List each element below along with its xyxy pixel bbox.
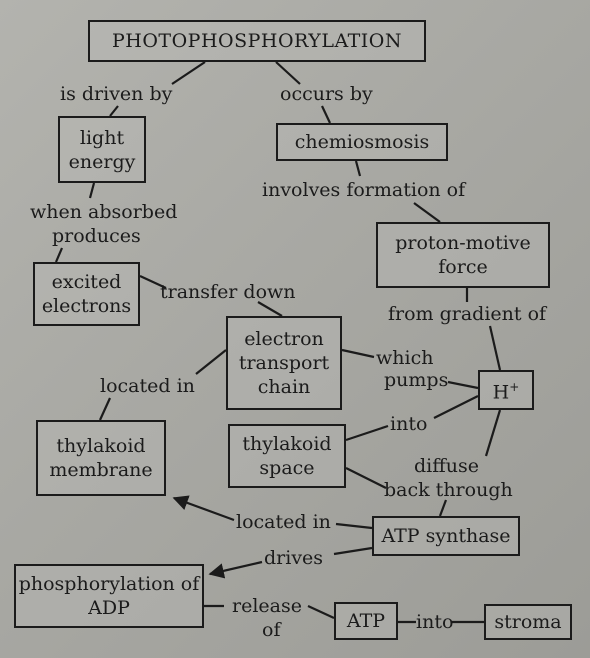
label-located-in-1: located in bbox=[100, 375, 195, 397]
link-excited-transfer bbox=[139, 275, 167, 289]
node-excited-electrons-text: excited electrons bbox=[41, 271, 132, 317]
link-synthase-drives bbox=[333, 546, 373, 556]
link-driven-light bbox=[109, 105, 119, 117]
link-produces-excited bbox=[54, 247, 64, 263]
node-h-plus-symbol: H bbox=[492, 381, 510, 404]
node-chemiosmosis: chemiosmosis bbox=[276, 123, 448, 161]
node-light-energy: light energy bbox=[58, 116, 146, 183]
link-pumps-h bbox=[447, 380, 479, 390]
node-etc-text: electron transport chain bbox=[238, 328, 330, 398]
node-atp-synthase-text: ATP synthase bbox=[381, 525, 511, 547]
node-thylakoid-membrane-text: thylakoid membrane bbox=[49, 435, 153, 481]
link-h-into bbox=[433, 395, 479, 419]
node-h-plus-text: H+ bbox=[493, 375, 520, 404]
node-proton-motive-force: proton-motive force bbox=[376, 222, 550, 288]
node-light-energy-text: light energy bbox=[68, 126, 136, 173]
node-atp-text: ATP bbox=[346, 610, 386, 632]
label-from-gradient-of: from gradient of bbox=[388, 303, 547, 325]
node-atp: ATP bbox=[334, 602, 398, 640]
label-is-driven-by: is driven by bbox=[60, 83, 173, 105]
link-transfer-etc bbox=[257, 301, 283, 317]
link-light-absorbed bbox=[88, 182, 96, 199]
node-h-plus-charge: + bbox=[509, 380, 520, 395]
link-located-membrane-arrow bbox=[172, 495, 235, 522]
node-thylakoid-space-text: thylakoid space bbox=[242, 433, 332, 479]
label-diffuse: diffuse bbox=[414, 455, 479, 477]
link-gradient-h bbox=[488, 325, 502, 371]
node-stroma: stroma bbox=[484, 604, 572, 640]
link-release-atp bbox=[307, 605, 335, 619]
node-thylakoid-space: thylakoid space bbox=[228, 424, 346, 488]
node-stroma-text: stroma bbox=[494, 611, 562, 633]
label-drives: drives bbox=[264, 547, 324, 569]
label-when-absorbed: when absorbed bbox=[30, 201, 178, 223]
link-into-space bbox=[345, 424, 389, 442]
link-synthase-located bbox=[335, 522, 373, 530]
node-atp-synthase: ATP synthase bbox=[372, 516, 520, 556]
link-title-driven bbox=[171, 61, 206, 85]
link-back-synthase bbox=[438, 499, 448, 517]
node-thylakoid-membrane: thylakoid membrane bbox=[36, 420, 166, 496]
label-produces: produces bbox=[52, 225, 141, 247]
label-located-in-2: located in bbox=[236, 511, 331, 533]
label-into-1: into bbox=[390, 413, 428, 435]
link-title-occurs bbox=[275, 61, 301, 85]
link-occurs-chemi bbox=[321, 105, 331, 124]
node-phosphorylation-adp-text: phosphorylation of ADP bbox=[18, 573, 200, 619]
node-photophosphorylation-text: PHOTOPHOSPHORYLATION bbox=[112, 30, 402, 52]
label-pumps: pumps bbox=[384, 369, 449, 391]
link-h-diffuse bbox=[484, 409, 502, 457]
link-involves-pmf bbox=[413, 202, 441, 223]
node-chemiosmosis-text: chemiosmosis bbox=[294, 131, 430, 153]
link-drives-phos bbox=[208, 560, 263, 579]
link-located-membrane bbox=[98, 397, 112, 421]
node-photophosphorylation: PHOTOPHOSPHORYLATION bbox=[88, 20, 426, 62]
label-back-through: back through bbox=[384, 479, 513, 501]
label-of: of bbox=[262, 619, 281, 641]
link-chemi-involves bbox=[354, 160, 362, 177]
node-h-plus: H+ bbox=[478, 370, 534, 410]
link-etc-located bbox=[195, 349, 227, 375]
label-transfer-down: transfer down bbox=[160, 281, 296, 303]
link-space-back bbox=[345, 467, 387, 489]
label-release: release bbox=[232, 595, 302, 617]
node-excited-electrons: excited electrons bbox=[33, 262, 140, 326]
label-involves-formation-of: involves formation of bbox=[262, 179, 466, 201]
node-proton-motive-force-text: proton-motive force bbox=[395, 232, 531, 278]
label-into-2: into bbox=[416, 611, 454, 633]
node-electron-transport-chain: electron transport chain bbox=[226, 316, 342, 410]
link-etc-which bbox=[341, 348, 375, 359]
label-occurs-by: occurs by bbox=[280, 83, 373, 105]
node-phosphorylation-adp: phosphorylation of ADP bbox=[14, 564, 204, 628]
label-which: which bbox=[376, 347, 434, 369]
